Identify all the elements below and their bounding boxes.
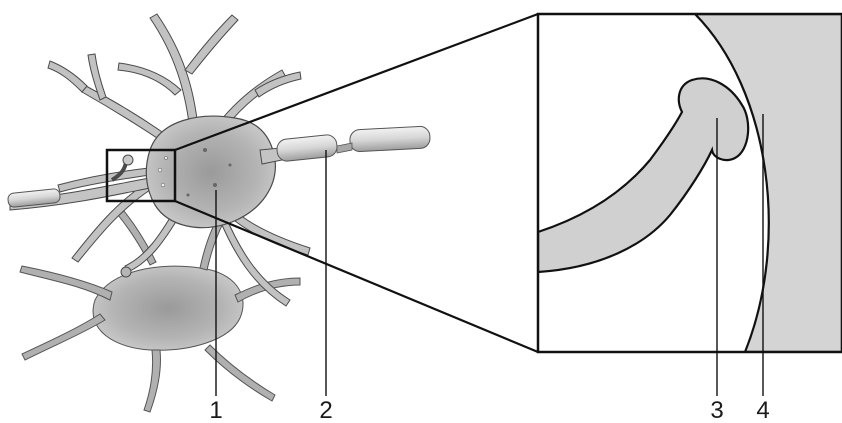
zoom-panel bbox=[538, 14, 842, 352]
soma bbox=[146, 116, 275, 227]
myelin-segment bbox=[276, 134, 338, 162]
neuron-illustration bbox=[7, 14, 430, 412]
myelinated-axon bbox=[260, 126, 430, 164]
label-1: 1 bbox=[209, 397, 222, 423]
myelin-segment bbox=[349, 126, 430, 152]
label-3: 3 bbox=[710, 397, 723, 423]
label-2: 2 bbox=[319, 397, 332, 423]
label-4: 4 bbox=[756, 397, 769, 423]
